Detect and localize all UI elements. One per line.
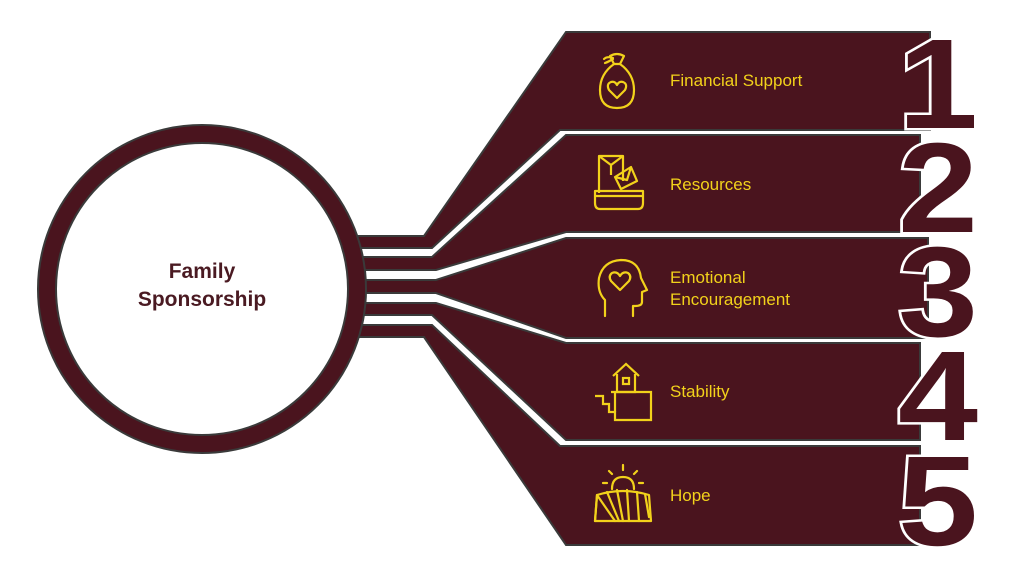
number-4: 4 — [898, 325, 978, 468]
sunrise-field-icon — [593, 463, 653, 523]
money-bag-heart-icon — [598, 52, 636, 110]
number-5: 5 — [898, 430, 978, 568]
item-label-emotional-encouragement: Emotional Encouragement — [670, 267, 790, 311]
number-3: 3 — [898, 221, 978, 364]
item-label-hope: Hope — [670, 485, 711, 507]
center-title-line1: Family — [168, 260, 236, 283]
item-label-stability: Stability — [670, 381, 730, 403]
item-label-resources: Resources — [670, 174, 751, 196]
item-label-text: Emotional — [670, 268, 746, 287]
item-label-text: Encouragement — [670, 290, 791, 309]
ribbon-1 — [349, 31, 931, 249]
head-heart-icon — [597, 258, 649, 318]
ribbon-5 — [349, 324, 921, 546]
item-label-text: Stability — [670, 382, 730, 401]
number-2: 2 — [898, 117, 978, 260]
item-label-financial-support: Financial Support — [670, 70, 802, 92]
envelopes-tray-icon — [593, 154, 645, 211]
ribbon-4 — [350, 302, 921, 441]
item-label-text: Hope — [670, 486, 711, 505]
ribbon-3 — [353, 237, 929, 339]
center-title-line2: Sponsorship — [137, 288, 267, 311]
ribbon-2 — [350, 134, 921, 271]
ribbons-group — [349, 31, 931, 546]
house-stairs-icon — [595, 362, 653, 422]
item-label-text: Resources — [670, 175, 752, 194]
center-circle — [37, 124, 367, 454]
item-label-text: Financial Support — [670, 71, 803, 90]
center-title: Family Sponsorship — [92, 258, 312, 314]
number-1: 1 — [898, 13, 978, 156]
